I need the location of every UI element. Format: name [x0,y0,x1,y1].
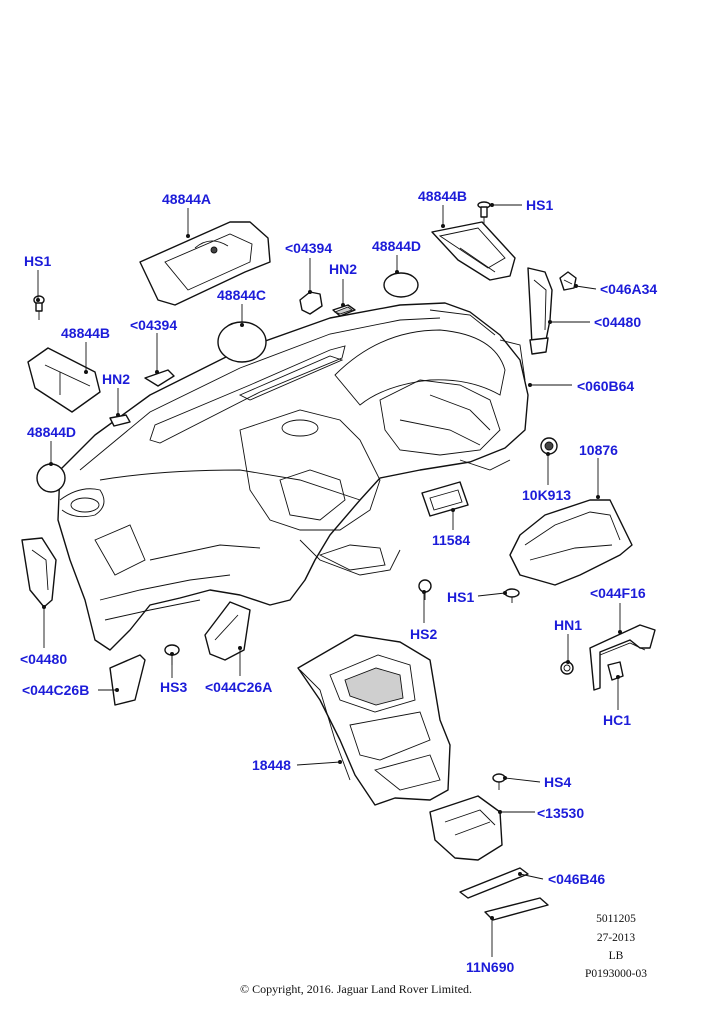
callout-04394-left[interactable]: <04394 [130,317,177,333]
callout-044C26A[interactable]: <044C26A [205,679,272,695]
bracket-11584 [421,481,469,517]
callout-48844D-left[interactable]: 48844D [27,424,76,440]
callout-HC1[interactable]: HC1 [603,712,631,728]
clip-046A34 [559,271,577,291]
trim-044C26B [109,654,146,706]
callout-HS3[interactable]: HS3 [160,679,187,695]
part-48844A [139,221,271,306]
callout-044C26B[interactable]: <044C26B [22,682,89,698]
nut-HN2-top [332,304,356,317]
disc-48844D-left [36,463,66,493]
end-panel-04480-left [21,537,57,608]
callout-10K913[interactable]: 10K913 [522,487,571,503]
meta-date: 27-2013 [597,932,636,944]
callout-48844D-top[interactable]: 48844D [372,238,421,254]
callout-060B64[interactable]: <060B64 [577,378,634,394]
callout-04480-right[interactable]: <04480 [594,314,641,330]
callout-HN1[interactable]: HN1 [554,617,582,633]
trim-046B46 [459,867,529,899]
part-48844B-top [431,221,516,281]
hood-10876 [509,499,633,586]
callout-11584[interactable]: 11584 [432,532,470,548]
copyright-text: © Copyright, 2016. Jaguar Land Rover Lim… [240,982,472,996]
callout-10876[interactable]: 10876 [579,442,618,458]
callout-HS1-left[interactable]: HS1 [24,253,51,269]
meta-code: 5011205 [596,913,636,925]
diagram-meta: 5011205 27-2013 LB P0193000-03 [585,913,647,980]
dashboard-assembly [57,302,529,651]
clip-HC1 [607,661,624,681]
callout-046B46[interactable]: <046B46 [548,871,605,887]
meta-lang: LB [609,950,624,962]
callout-labels: 48844A 48844B HS1 HS1 <04394 48844D HN2 … [20,188,657,975]
callout-046A34[interactable]: <046A34 [600,281,657,297]
callout-04394-top[interactable]: <04394 [285,240,332,256]
callout-18448[interactable]: 18448 [252,757,291,773]
bracket-48844B-left [27,347,101,413]
grommet-10K913 [540,437,558,455]
callout-HS2[interactable]: HS2 [410,626,437,642]
bracket-044F16 [589,624,656,691]
callout-HS1-mid[interactable]: HS1 [447,589,474,605]
end-panel-04480-right [527,267,553,355]
callout-48844B-left[interactable]: 48844B [61,325,110,341]
nut-HN2-left [109,414,131,427]
duct-044C26A [204,601,251,661]
screw-HS1-top [477,201,491,225]
leader-lines [36,203,622,957]
callout-04480-left[interactable]: <04480 [20,651,67,667]
callout-11N690[interactable]: 11N690 [466,959,514,975]
screw-HS4 [492,773,506,790]
callout-044F16[interactable]: <044F16 [590,585,646,601]
meta-ref: P0193000-03 [585,968,647,980]
trim-11N690 [484,897,549,921]
screw-HS1-mid [504,588,520,603]
nut-HN1 [560,661,574,675]
clip-04394-left [144,369,175,387]
bracket-13530 [429,795,503,861]
callout-HS4[interactable]: HS4 [544,774,571,790]
fascia-18448 [297,634,451,806]
callout-HN2-top[interactable]: HN2 [329,261,357,277]
disc-48844D-top [383,272,419,298]
callout-48844C[interactable]: 48844C [217,287,266,303]
callout-13530[interactable]: <13530 [537,805,584,821]
callout-48844A[interactable]: 48844A [162,191,211,207]
disc-48844C [217,321,267,363]
screw-HS2 [418,579,432,600]
callout-HN2-left[interactable]: HN2 [102,371,130,387]
clip-04394-top [299,291,323,315]
callout-HS1-top[interactable]: HS1 [526,197,553,213]
callout-48844B-top[interactable]: 48844B [418,188,467,204]
